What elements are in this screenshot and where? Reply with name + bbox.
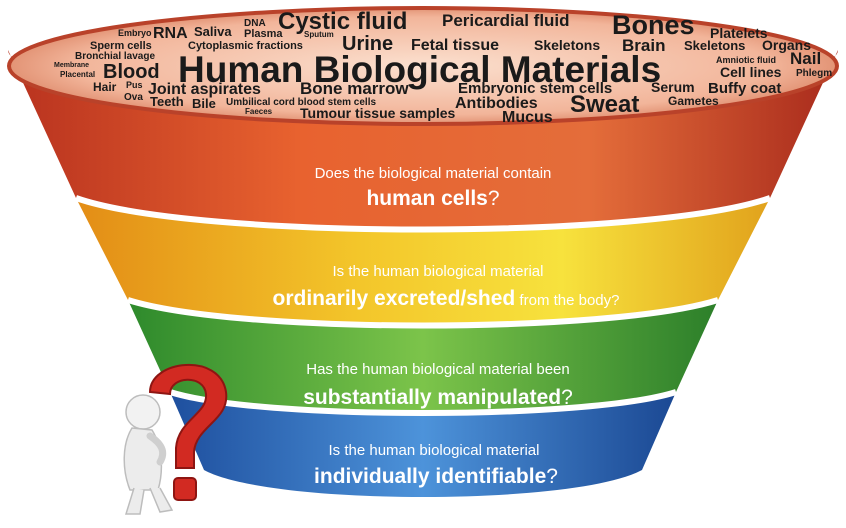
word-cloud-term: Tumour tissue samples bbox=[300, 105, 456, 121]
word-cloud-term: Pus bbox=[126, 80, 143, 90]
diagram-title: Human Biological Materials bbox=[178, 49, 661, 90]
word-cloud-term: Teeth bbox=[150, 94, 184, 109]
word-cloud-term: Placental bbox=[60, 70, 95, 79]
level-2-bold: ordinarily excreted/shed bbox=[273, 287, 516, 310]
word-cloud-term: Ova bbox=[124, 92, 143, 103]
level-3-bold: substantially manipulated bbox=[303, 386, 561, 409]
word-cloud-term: Mucus bbox=[502, 109, 553, 126]
level-3-suffix: ? bbox=[561, 386, 573, 409]
word-cloud-term: RNA bbox=[153, 25, 188, 42]
word-cloud-term: Bile bbox=[192, 96, 216, 111]
level-4-question: Is the human biological material individ… bbox=[314, 442, 558, 488]
word-cloud-term: Cell lines bbox=[720, 64, 782, 80]
word-cloud-term: Skeletons bbox=[684, 38, 745, 53]
level-2-suffix: from the body? bbox=[515, 292, 619, 309]
level-1-line1: Does the biological material contain bbox=[315, 165, 552, 182]
level-4-line2: individually identifiable? bbox=[314, 465, 558, 488]
level-3-line2: substantially manipulated? bbox=[303, 386, 573, 409]
word-cloud-term: Embryo bbox=[118, 28, 152, 38]
level-1-suffix: ? bbox=[488, 187, 500, 210]
level-3-line1: Has the human biological material been bbox=[306, 361, 570, 378]
level-4-bold: individually identifiable bbox=[314, 465, 546, 488]
word-cloud-term: Sweat bbox=[570, 91, 639, 118]
level-4-suffix: ? bbox=[546, 465, 558, 488]
question-mark-dot bbox=[174, 478, 196, 500]
level-4-line1: Is the human biological material bbox=[329, 442, 540, 459]
word-cloud-term: Hair bbox=[93, 80, 117, 94]
figure-head bbox=[126, 395, 160, 429]
figure-legs bbox=[126, 488, 172, 514]
word-cloud-term: Phlegm bbox=[796, 68, 832, 79]
word-cloud-term: Buffy coat bbox=[708, 80, 781, 97]
word-cloud-term: Gametes bbox=[668, 94, 719, 108]
word-cloud-term: Nail bbox=[790, 49, 821, 68]
word-cloud-term: Saliva bbox=[194, 24, 232, 39]
word-cloud-term: Membrane bbox=[54, 62, 89, 69]
level-1-line2: human cells? bbox=[366, 187, 499, 210]
level-2-line1: Is the human biological material bbox=[333, 263, 544, 280]
word-cloud-term: Pericardial fluid bbox=[442, 11, 570, 30]
level-1-bold: human cells bbox=[366, 187, 487, 210]
word-cloud-term: Faeces bbox=[245, 107, 273, 116]
word-cloud-term: Cystic fluid bbox=[278, 8, 407, 35]
